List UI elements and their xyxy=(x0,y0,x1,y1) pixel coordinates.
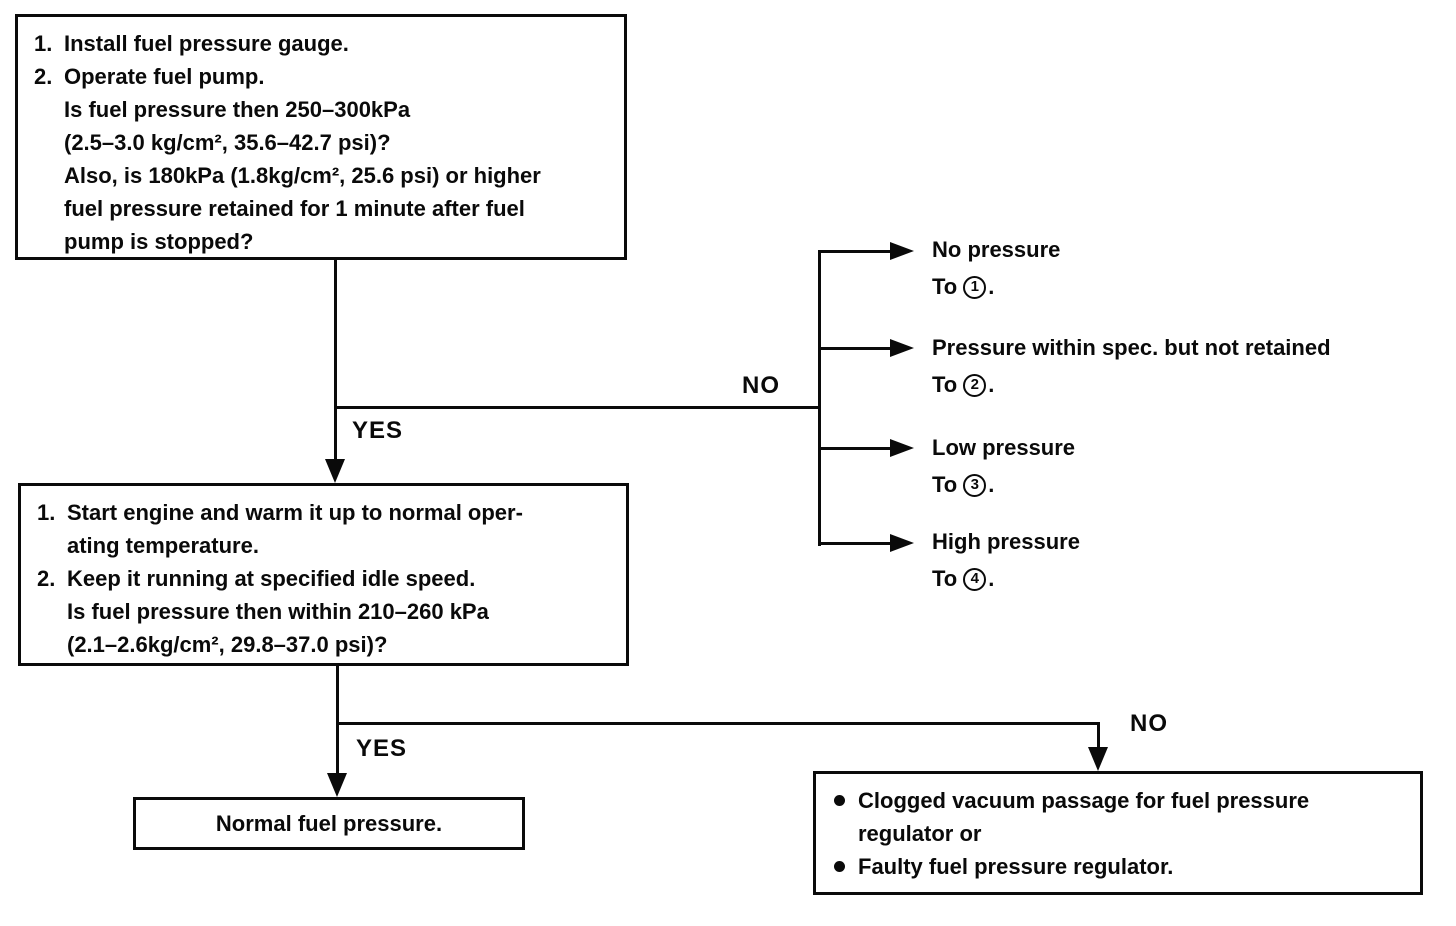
step-text: Operate fuel pump. xyxy=(64,64,265,89)
step-number: 2. xyxy=(34,64,53,89)
fault-box-regulator: Clogged vacuum passage for fuel pressure… xyxy=(813,771,1423,895)
step-number xyxy=(34,192,64,225)
no-label-2: NO xyxy=(1130,710,1168,737)
circled-number-icon: 1 xyxy=(963,275,987,299)
branch-not-retained: Pressure within spec. but not retained T… xyxy=(932,335,1331,398)
step-text: fuel pressure retained for 1 minute afte… xyxy=(64,196,525,221)
result-box-normal-pressure: Normal fuel pressure. xyxy=(133,797,525,850)
period: . xyxy=(988,274,995,299)
branch-high-pressure: High pressure To 4 . xyxy=(932,529,1080,592)
step-line: pump is stopped? xyxy=(34,225,612,258)
step-box-engine-idle-test: 1. Start engine and warm it up to normal … xyxy=(18,483,629,666)
to-label: To xyxy=(932,372,958,397)
branch-reference: To 2 . xyxy=(932,372,1331,398)
fault-text: Clogged vacuum passage for fuel pressure… xyxy=(858,788,1310,846)
step-box-fuel-pump-test: 1. Install fuel pressure gauge. 2. Operate… xyxy=(15,14,627,260)
circled-number-icon: 2 xyxy=(963,373,987,397)
fault-item: Clogged vacuum passage for fuel pressure… xyxy=(834,784,1402,850)
connector-yes-2-line xyxy=(336,664,339,775)
period: . xyxy=(988,472,995,497)
branch-no-pressure: No pressure To 1 . xyxy=(932,237,1060,300)
step-text: ating temperature. xyxy=(67,533,259,558)
step-number xyxy=(34,126,64,159)
step-line: (2.5–3.0 kg/cm², 35.6–42.7 psi)? xyxy=(34,126,612,159)
step-text: Is fuel pressure then 250–300kPa xyxy=(64,97,411,122)
connector-branch-1 xyxy=(820,250,892,253)
step-line: Is fuel pressure then 250–300kPa xyxy=(34,93,612,126)
step-line: Is fuel pressure then within 210–260 kPa xyxy=(37,595,614,628)
connector-branch-spine xyxy=(818,250,821,546)
step-text: Install fuel pressure gauge. xyxy=(64,31,349,56)
connector-no-2-drop xyxy=(1097,722,1100,749)
connector-no-1-line xyxy=(334,406,821,409)
bullet-icon xyxy=(834,861,845,872)
to-label: To xyxy=(932,566,958,591)
step-line: Also, is 180kPa (1.8kg/cm², 25.6 psi) or… xyxy=(34,159,612,192)
step-text: (2.1–2.6kg/cm², 29.8–37.0 psi)? xyxy=(67,632,388,657)
step-text: Start engine and warm it up to normal op… xyxy=(67,500,523,525)
branch-title: High pressure xyxy=(932,529,1080,554)
step-number xyxy=(34,93,64,126)
branch-reference: To 1 . xyxy=(932,274,1060,300)
branch-title: Low pressure xyxy=(932,435,1076,460)
period: . xyxy=(988,372,995,397)
fault-item: Faulty fuel pressure regulator. xyxy=(834,850,1402,883)
connector-branch-3 xyxy=(820,447,892,450)
arrow-right-icon xyxy=(890,439,914,457)
step-line: ating temperature. xyxy=(37,529,614,562)
step-number: 1. xyxy=(37,500,56,525)
step-line: 2. Keep it running at specified idle spee… xyxy=(37,562,614,595)
arrow-right-icon xyxy=(890,534,914,552)
step-number xyxy=(34,159,64,192)
step-number xyxy=(34,225,64,258)
step-line: 1. Install fuel pressure gauge. xyxy=(34,27,612,60)
period: . xyxy=(988,566,995,591)
arrow-right-icon xyxy=(890,242,914,260)
circled-number-icon: 3 xyxy=(963,473,987,497)
step-line: fuel pressure retained for 1 minute afte… xyxy=(34,192,612,225)
branch-title: Pressure within spec. but not retained xyxy=(932,335,1331,360)
connector-branch-2 xyxy=(820,347,892,350)
arrow-right-icon xyxy=(890,339,914,357)
to-label: To xyxy=(932,472,958,497)
arrow-down-icon xyxy=(325,459,345,483)
branch-reference: To 4 . xyxy=(932,566,1080,592)
step-text: Also, is 180kPa (1.8kg/cm², 25.6 psi) or… xyxy=(64,163,541,188)
branch-low-pressure: Low pressure To 3 . xyxy=(932,435,1075,498)
step-number: 2. xyxy=(37,566,56,591)
circled-number-icon: 4 xyxy=(963,567,987,591)
result-text: Normal fuel pressure. xyxy=(215,810,443,836)
no-label-1: NO xyxy=(742,372,780,399)
step-text: (2.5–3.0 kg/cm², 35.6–42.7 psi)? xyxy=(64,130,391,155)
step-number: 1. xyxy=(34,31,53,56)
branch-title: No pressure xyxy=(932,237,1061,262)
step-text: pump is stopped? xyxy=(64,229,254,254)
branch-reference: To 3 . xyxy=(932,472,1075,498)
connector-branch-4 xyxy=(820,542,892,545)
connector-no-2-line xyxy=(336,722,1100,725)
yes-label-1: YES xyxy=(352,417,404,444)
step-text: Is fuel pressure then within 210–260 kPa xyxy=(67,599,489,624)
step-line: (2.1–2.6kg/cm², 29.8–37.0 psi)? xyxy=(37,628,614,661)
step-number xyxy=(37,529,67,562)
arrow-down-icon xyxy=(1088,747,1108,771)
arrow-down-icon xyxy=(327,773,347,797)
connector-yes-1-line xyxy=(334,258,337,463)
step-text: Keep it running at specified idle speed. xyxy=(67,566,476,591)
step-number xyxy=(37,595,67,628)
bullet-icon xyxy=(834,795,845,806)
yes-label-2: YES xyxy=(356,735,408,762)
fault-text: Faulty fuel pressure regulator. xyxy=(858,854,1174,879)
step-line: 1. Start engine and warm it up to normal … xyxy=(37,496,614,529)
step-number xyxy=(37,628,67,661)
step-line: 2. Operate fuel pump. xyxy=(34,60,612,93)
to-label: To xyxy=(932,274,958,299)
